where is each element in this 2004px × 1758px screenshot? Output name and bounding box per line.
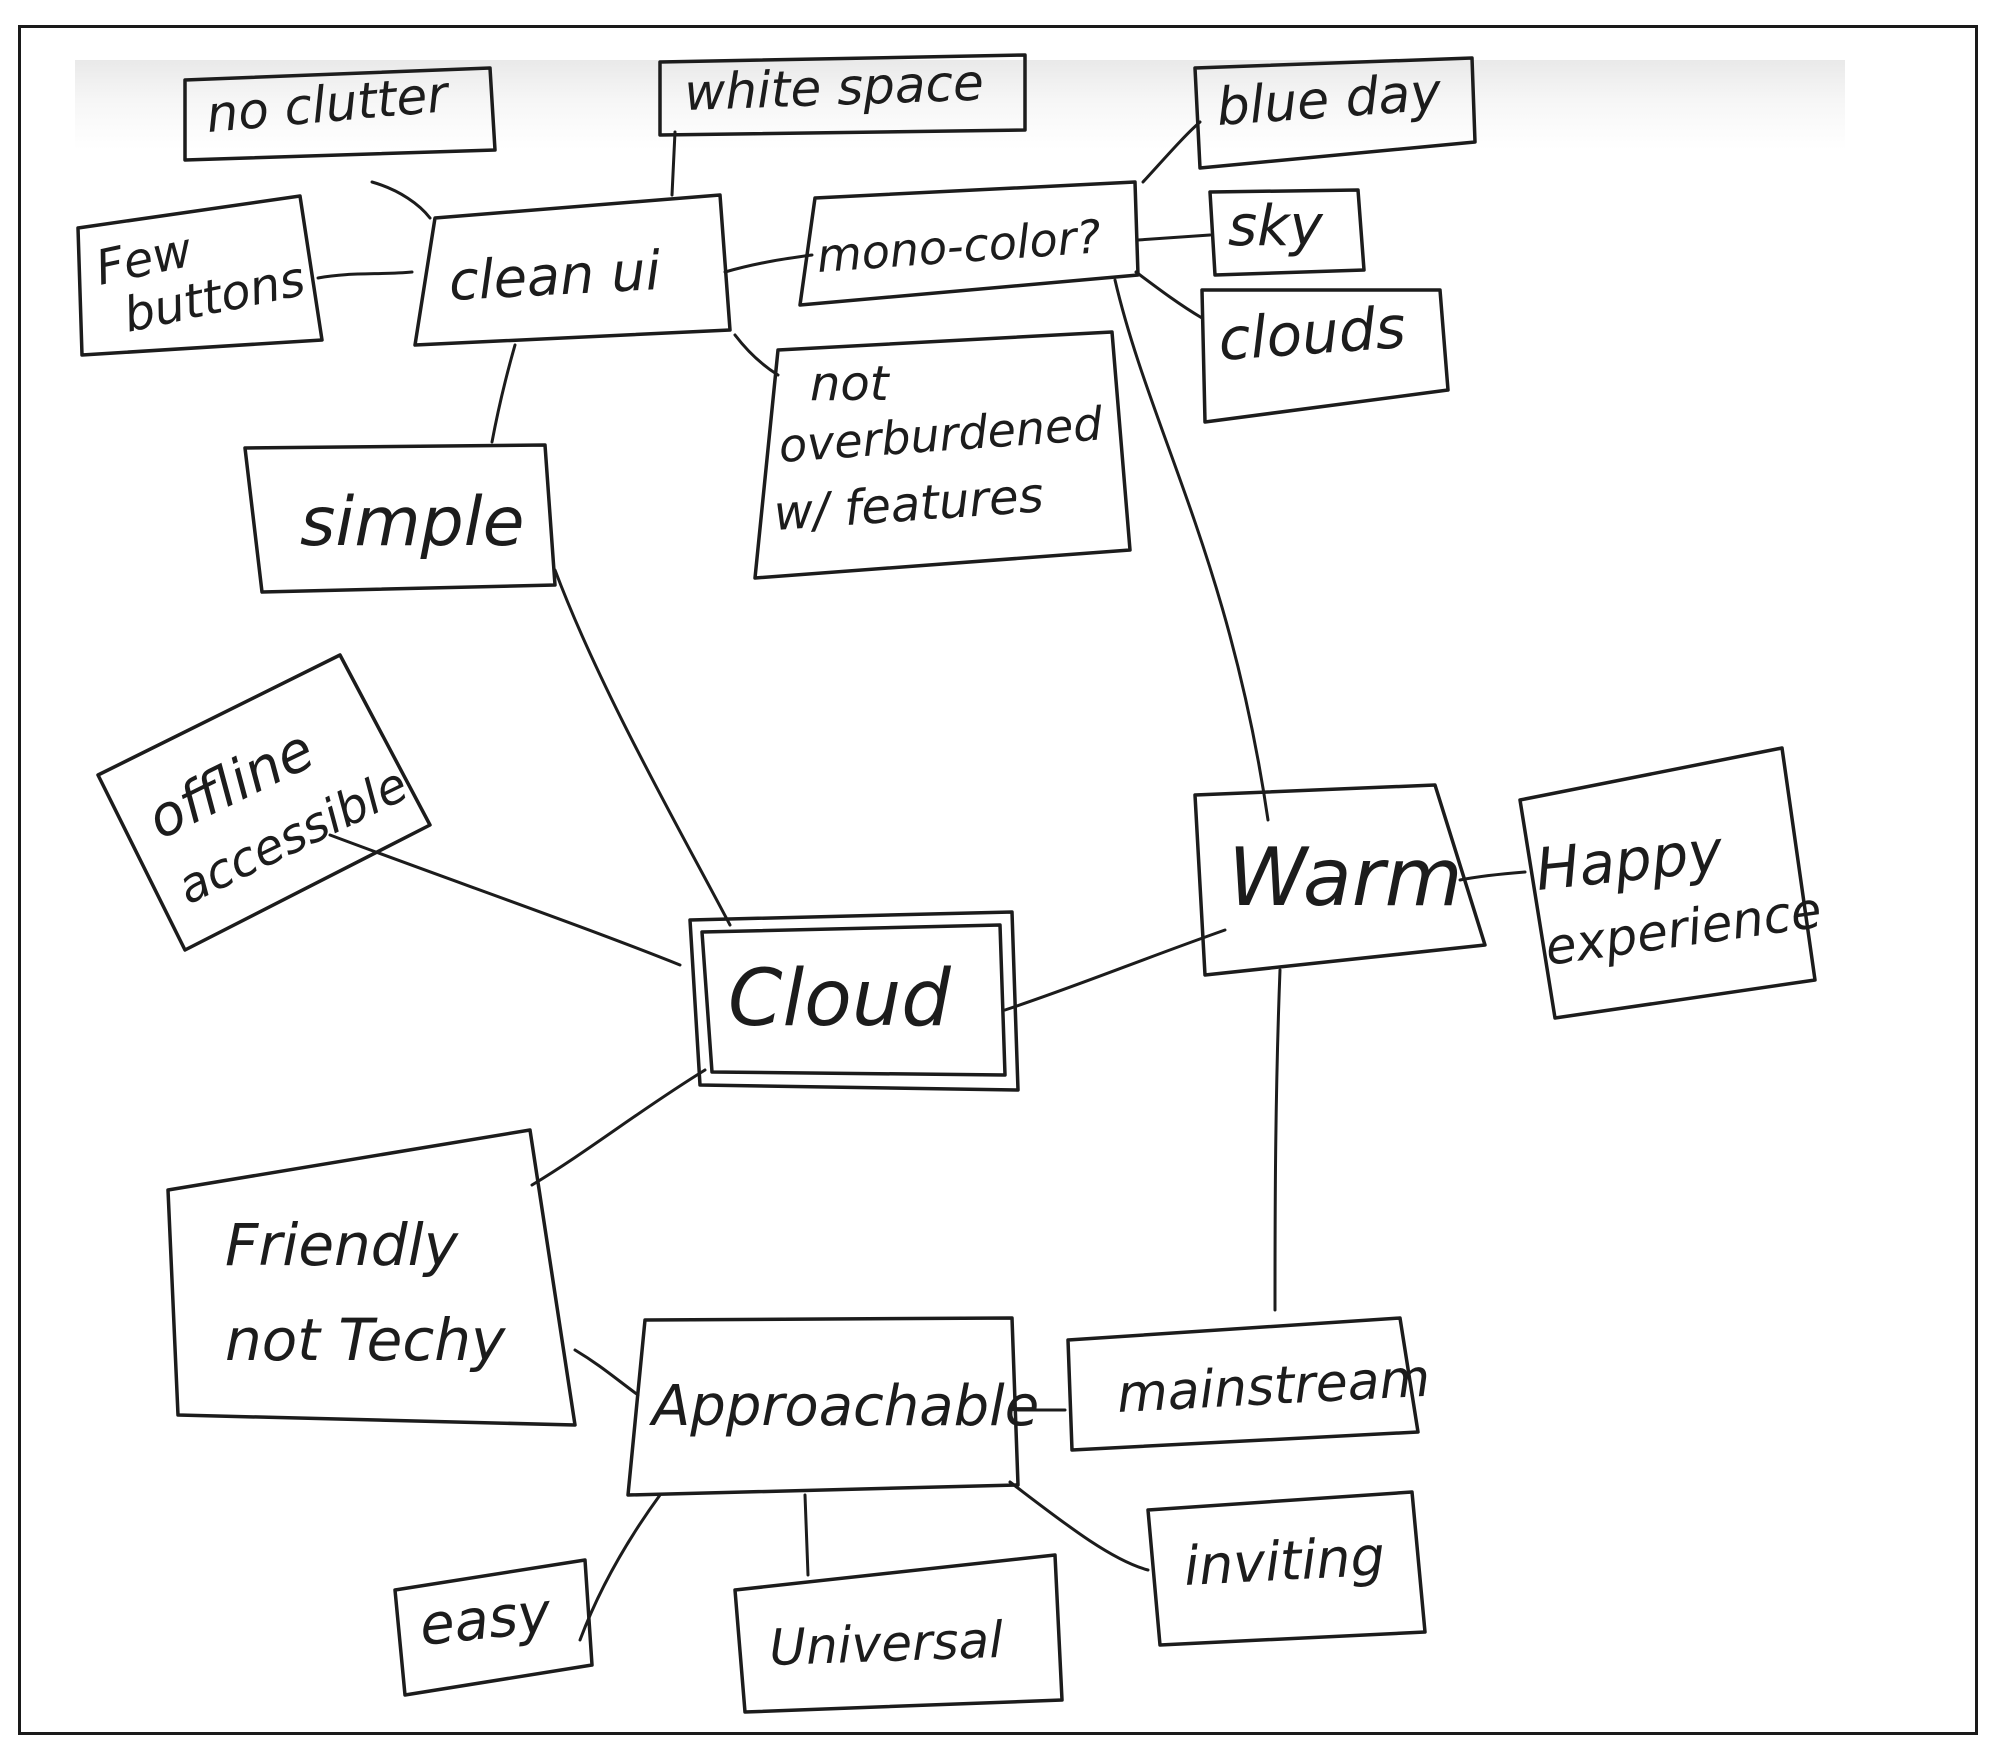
edge-friendly-approachable: [573, 1348, 640, 1397]
edge-monocolor-sky: [1136, 233, 1212, 242]
edge-cleanui-notoverburdened: [733, 333, 780, 377]
label-approachable: Approachable: [649, 1374, 1039, 1439]
label-easy: easy: [417, 1580, 555, 1658]
edge-cleanui-monocolor: [723, 253, 814, 274]
label-universal: Universal: [768, 1611, 1004, 1677]
label-white-space: white space: [683, 54, 984, 122]
paper-sheet: [75, 60, 1845, 1700]
edge-approachable-easy: [578, 1493, 662, 1642]
label-warm: Warm: [1228, 831, 1463, 924]
label-clouds: clouds: [1216, 293, 1408, 374]
edge-simple-cloud: [553, 568, 732, 927]
box-approachable: [626, 1316, 1020, 1497]
label-friendly-1: Friendly: [225, 1211, 459, 1279]
edge-cloud-friendly: [530, 1068, 707, 1187]
edge-warm-mainstream: [1273, 968, 1282, 1312]
edge-warm-happy: [1458, 870, 1527, 882]
box-friendly-not-techy: [166, 1128, 577, 1427]
edge-monocolor-clouds: [1134, 270, 1204, 320]
box-no-clutter: [183, 66, 497, 162]
box-happy-experience: [1518, 746, 1817, 1020]
label-happy-1: Happy: [1532, 817, 1726, 904]
box-mono-color: [798, 180, 1140, 307]
box-blue-day: [1193, 56, 1477, 170]
edge-fewbuttons-cleanui: [316, 270, 414, 280]
edge-whitespace-cleanui: [670, 130, 677, 197]
box-white-space: [658, 53, 1027, 137]
label-blue-day: blue day: [1215, 62, 1444, 138]
box-warm: [1193, 783, 1487, 977]
edge-monocolor-blueday: [1141, 120, 1202, 184]
label-sky: sky: [1228, 194, 1324, 259]
box-not-overburdened: [753, 330, 1132, 580]
label-simple: simple: [300, 483, 524, 562]
edge-monocolor-warm: [1113, 278, 1270, 822]
box-clean-ui: [413, 193, 732, 347]
box-inviting: [1146, 1490, 1427, 1647]
box-cloud-inner: [700, 923, 1007, 1077]
edge-noclutter-cleanui: [370, 180, 432, 220]
label-inviting: inviting: [1182, 1525, 1386, 1598]
label-cloud: Cloud: [728, 954, 951, 1044]
edge-approachable-universal: [803, 1493, 810, 1577]
label-mono-color: mono-color?: [815, 209, 1103, 283]
box-offline-accessible: [96, 653, 432, 952]
box-universal: [733, 1553, 1064, 1714]
edge-offline-cloud: [328, 833, 682, 967]
node-boxes: [76, 53, 1817, 1714]
edge-warm-cloud: [1003, 928, 1227, 1012]
box-few-buttons: [76, 194, 324, 357]
box-mainstream: [1066, 1316, 1420, 1452]
box-sky: [1208, 188, 1366, 277]
box-clouds: [1200, 288, 1450, 424]
label-not-overburdened-3: w/ features: [772, 467, 1045, 542]
label-clean-ui: clean ui: [447, 239, 662, 313]
box-simple: [243, 443, 557, 594]
edge-cleanui-simple: [490, 343, 517, 444]
label-not-overburdened-1: not: [810, 356, 891, 412]
label-mainstream: mainstream: [1116, 1349, 1432, 1425]
box-easy: [393, 1558, 594, 1697]
label-friendly-2: not Techy: [225, 1306, 506, 1374]
box-cloud-outer: [688, 910, 1020, 1092]
edge-approachable-inviting: [1008, 1480, 1150, 1572]
